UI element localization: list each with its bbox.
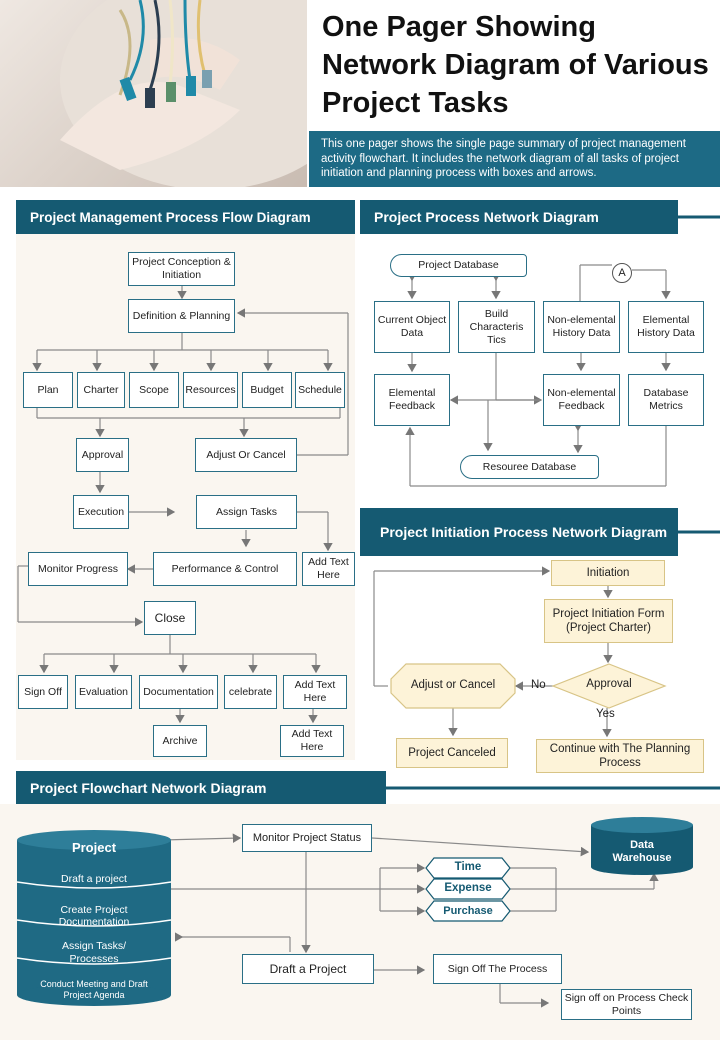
build-characteristics-box: Build Characteris Tics <box>458 301 535 353</box>
adjust-cancel-octagon-shape <box>390 663 516 709</box>
add-text-box-3: Add Text Here <box>280 725 344 757</box>
process-network-heading: Project Process Network Diagram <box>360 200 678 234</box>
monitor-progress-box: Monitor Progress <box>28 552 128 586</box>
network-cables-photo-icon <box>60 0 307 187</box>
adjust-cancel-label: Adjust or Cancel <box>410 679 496 691</box>
initiation-form-box: Project Initiation Form (Project Charter… <box>544 599 673 643</box>
definition-box: Definition & Planning <box>128 299 235 333</box>
plan-box: Plan <box>23 372 73 408</box>
page-subtitle: This one pager shows the single page sum… <box>309 131 720 187</box>
data-warehouse-cylinder <box>591 817 693 875</box>
add-text-box-2: Add Text Here <box>283 675 347 709</box>
continue-planning-box: Continue with The Planning Process <box>536 739 704 773</box>
project-cylinder-stack <box>17 830 171 1006</box>
draft-project-box: Draft a Project <box>242 954 374 984</box>
connector-a: A <box>612 263 632 283</box>
conception-box: Project Conception & Initiation <box>128 252 235 286</box>
project-canceled-box: Project Canceled <box>396 738 508 768</box>
draft-project-layer: Draft a project <box>61 873 127 885</box>
data-warehouse-label: Data Warehouse <box>612 839 672 864</box>
approval-diamond-label: Approval <box>586 678 632 690</box>
monitor-status-box: Monitor Project Status <box>242 824 372 852</box>
project-cylinder-title: Project <box>71 840 117 855</box>
expense-hexagon: Expense <box>444 882 492 894</box>
non-elemental-feedback-box: Non-elemental Feedback <box>543 374 620 426</box>
sign-off-box: Sign Off <box>18 675 68 709</box>
header-photo <box>0 0 307 187</box>
add-text-box-1: Add Text Here <box>302 552 355 586</box>
adjust-cancel-box: Adjust Or Cancel <box>195 438 297 472</box>
assign-tasks-box: Assign Tasks <box>196 495 297 529</box>
create-documentation-layer: Create Project Documentation <box>58 904 130 928</box>
performance-control-box: Performance & Control <box>153 552 297 586</box>
scope-box: Scope <box>129 372 179 408</box>
sign-off-process-box: Sign Off The Process <box>433 954 562 984</box>
initiation-box: Initiation <box>551 560 665 586</box>
pm-flow-heading: Project Management Process Flow Diagram <box>16 200 355 234</box>
no-label: No <box>531 679 546 691</box>
resources-box: Resources <box>183 372 238 408</box>
database-metrics-box: Database Metrics <box>628 374 704 426</box>
approval-diamond-shape <box>551 663 667 709</box>
initiation-network-heading: Project Initiation Process Network Diagr… <box>360 508 678 556</box>
conduct-meeting-layer: Conduct Meeting and Draft Project Agenda <box>40 979 148 1000</box>
hexagon-shapes <box>425 857 511 922</box>
schedule-box: Schedule <box>295 372 345 408</box>
assign-tasks-layer: Assign Tasks/ Processes <box>62 940 126 965</box>
archive-box: Archive <box>153 725 207 757</box>
current-object-data-box: Current Object Data <box>374 301 450 353</box>
page-title: One Pager Showing Network Diagram of Var… <box>322 11 709 119</box>
documentation-box: Documentation <box>139 675 218 709</box>
time-hexagon: Time <box>454 861 482 873</box>
purchase-hexagon: Purchase <box>443 905 493 917</box>
elemental-feedback-box: Elemental Feedback <box>374 374 450 426</box>
resource-database-cylinder: Resouree Database <box>460 455 599 479</box>
flowchart-network-heading: Project Flowchart Network Diagram <box>16 771 386 804</box>
budget-box: Budget <box>242 372 292 408</box>
yes-label: Yes <box>596 708 615 720</box>
execution-box: Execution <box>73 495 129 529</box>
celebrate-box: celebrate <box>224 675 277 709</box>
close-box: Close <box>144 601 196 635</box>
evaluation-box: Evaluation <box>75 675 132 709</box>
non-elemental-history-box: Non-elemental History Data <box>543 301 620 353</box>
initiation-network-heading-text: Project Initiation Process Network Diagr… <box>380 523 668 540</box>
sign-off-checkpoints-box: Sign off on Process Check Points <box>561 989 692 1020</box>
elemental-history-box: Elemental History Data <box>628 301 704 353</box>
approval-box: Approval <box>76 438 129 472</box>
project-database-cylinder: Project Database <box>390 254 527 277</box>
charter-box: Charter <box>77 372 125 408</box>
